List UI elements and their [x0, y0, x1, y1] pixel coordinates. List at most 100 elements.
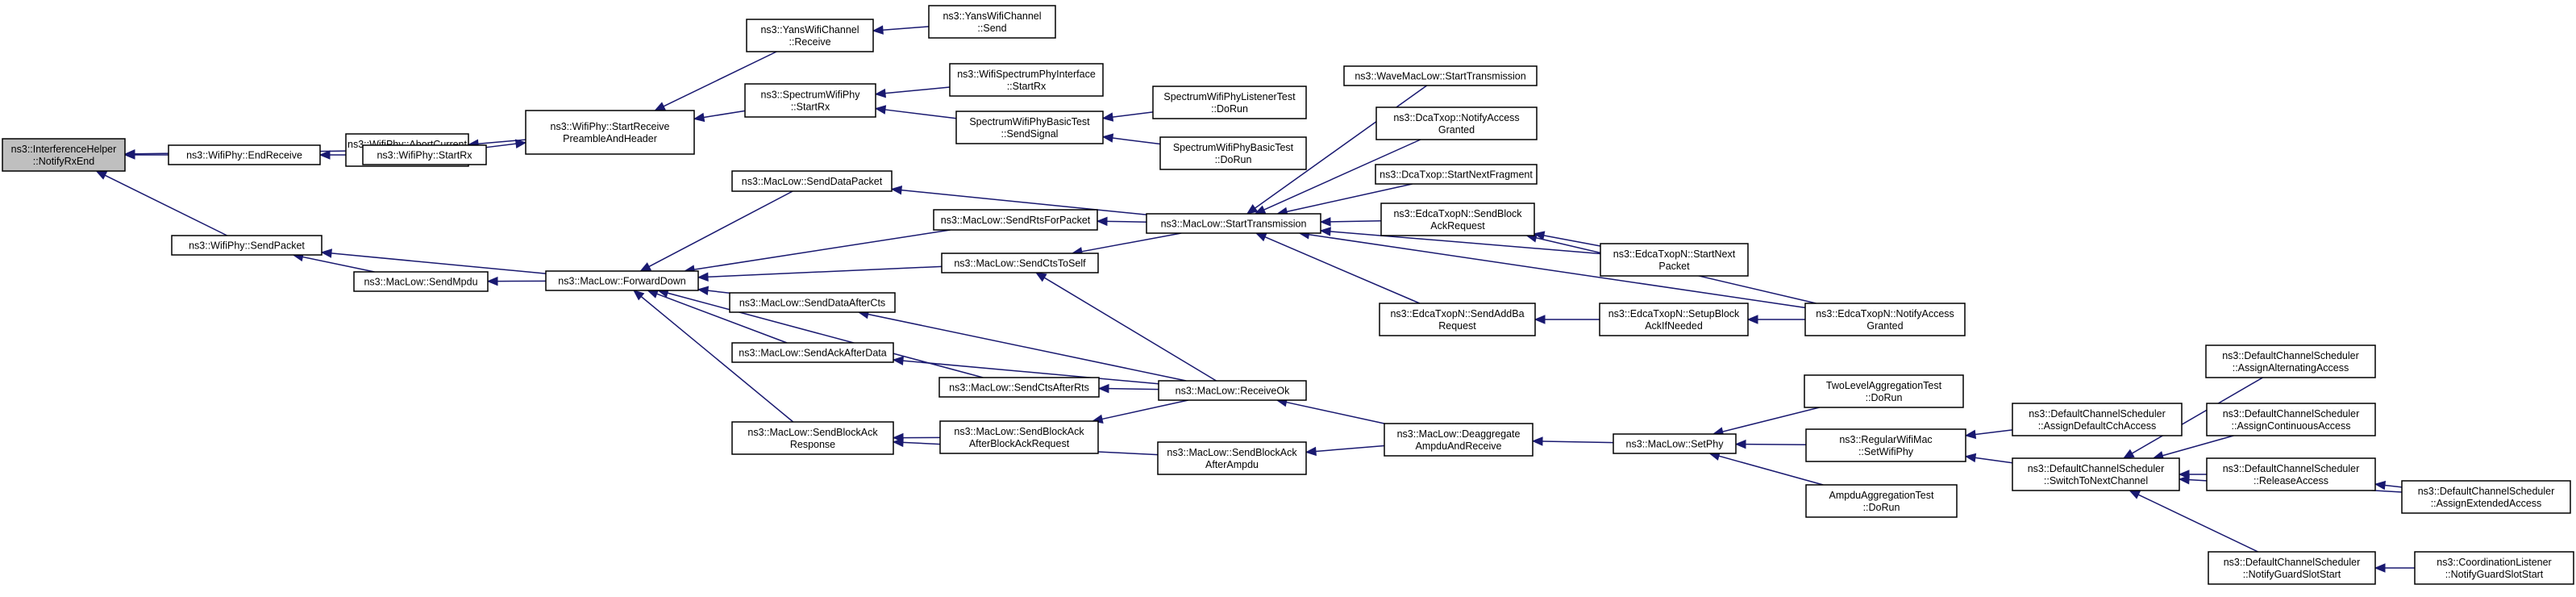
node-box[interactable] [1146, 213, 1321, 234]
node-box[interactable] [362, 144, 487, 165]
graph-node-sendrts[interactable]: ns3::MacLow::SendRtsForPacket [933, 209, 1098, 231]
node-box[interactable] [2206, 457, 2376, 491]
node-box[interactable] [2205, 344, 2376, 378]
node-box[interactable] [949, 63, 1104, 97]
node-box[interactable] [1384, 423, 1534, 457]
node-box[interactable] [938, 377, 1100, 398]
graph-node-tlat-dorun[interactable]: TwoLevelAggregationTest::DoRun [1804, 374, 1964, 408]
graph-node-yanssend[interactable]: ns3::YansWifiChannel::Send [928, 5, 1056, 39]
graph-node-dcs-adcca[interactable]: ns3::DefaultChannelScheduler::AssignDefa… [2012, 403, 2183, 436]
graph-node-starttx[interactable]: ns3::MacLow::StartTransmission [1146, 213, 1321, 234]
node-box[interactable] [1600, 243, 1749, 277]
node-box[interactable] [928, 5, 1056, 39]
node-box[interactable] [1159, 136, 1307, 170]
graph-node-sendpkt[interactable]: ns3::WifiPhy::SendPacket [171, 235, 323, 256]
node-box[interactable] [168, 144, 321, 165]
graph-node-dcs-ngss[interactable]: ns3::DefaultChannelScheduler::NotifyGuar… [2208, 551, 2376, 585]
node-box[interactable] [1805, 484, 1958, 518]
graph-node-wavemac[interactable]: ns3::WaveMacLow::StartTransmission [1343, 65, 1538, 86]
node-box[interactable] [2, 138, 126, 172]
graph-node-setphy[interactable]: ns3::MacLow::SetPhy [1613, 433, 1737, 454]
node-box[interactable] [2401, 480, 2571, 514]
node-box[interactable] [2414, 551, 2574, 585]
node-box[interactable] [1157, 441, 1307, 475]
graph-node-dcs-aca[interactable]: ns3::DefaultChannelScheduler::AssignCont… [2206, 403, 2376, 436]
edge-arrowhead [486, 276, 498, 286]
node-box[interactable] [545, 270, 699, 291]
node-box[interactable] [744, 83, 876, 118]
graph-node-fwd[interactable]: ns3::MacLow::ForwardDown [545, 270, 699, 291]
node-box[interactable] [2206, 403, 2376, 436]
graph-node-spbt-send[interactable]: SpectrumWifiPhyBasicTest::SendSignal [955, 111, 1104, 144]
graph-node-spbt-dorun[interactable]: SpectrumWifiPhyBasicTest::DoRun [1159, 136, 1307, 170]
graph-node-yansrecv[interactable]: ns3::YansWifiChannel::Receive [746, 19, 874, 52]
edge-line [331, 253, 547, 274]
edge-line [1112, 111, 1154, 118]
graph-node-ctsafterrts[interactable]: ns3::MacLow::SendCtsAfterRts [938, 377, 1100, 398]
graph-node-wspi[interactable]: ns3::WifiSpectrumPhyInterface::StartRx [949, 63, 1104, 97]
node-box[interactable] [1805, 428, 1966, 462]
node-box[interactable] [939, 420, 1099, 454]
graph-node-cl-ngss[interactable]: ns3::CoordinationListener::NotifyGuardSl… [2414, 551, 2574, 585]
node-box[interactable] [933, 209, 1098, 231]
node-box[interactable] [1375, 106, 1538, 140]
node-box[interactable] [1613, 433, 1737, 454]
graph-node-aat-dorun[interactable]: AmpduAggregationTest::DoRun [1805, 484, 1958, 518]
graph-node-dcs-stnc[interactable]: ns3::DefaultChannelScheduler::SwitchToNe… [2012, 457, 2180, 491]
node-box[interactable] [1152, 86, 1307, 119]
graph-node-dcs-aaa[interactable]: ns3::DefaultChannelScheduler::AssignAlte… [2205, 344, 2376, 378]
node-box[interactable] [171, 235, 323, 256]
edge-arrowhead [697, 272, 709, 282]
node-box[interactable] [2208, 551, 2376, 585]
node-box[interactable] [731, 342, 894, 363]
graph-node-specstartrx[interactable]: ns3::SpectrumWifiPhy::StartRx [744, 83, 876, 118]
graph-node-dataaftercts[interactable]: ns3::MacLow::SendDataAfterCts [729, 292, 896, 313]
node-box[interactable] [731, 170, 893, 192]
node-box[interactable] [1804, 374, 1964, 408]
node-box[interactable] [1158, 380, 1307, 401]
node-box[interactable] [729, 292, 896, 313]
node-box[interactable] [2012, 403, 2183, 436]
graph-node-recvok[interactable]: ns3::MacLow::ReceiveOk [1158, 380, 1307, 401]
node-box[interactable] [1804, 303, 1966, 336]
graph-node-spl-dorun[interactable]: SpectrumWifiPhyListenerTest::DoRun [1152, 86, 1307, 119]
graph-node-rwm-setphy[interactable]: ns3::RegularWifiMac::SetWifiPhy [1805, 428, 1966, 462]
graph-node-baabar[interactable]: ns3::MacLow::SendBlockAckAfterBlockAckRe… [939, 420, 1099, 454]
graph-node-endrx[interactable]: ns3::WifiPhy::EndReceive [168, 144, 321, 165]
call-edge-sendrts-to-fwd [683, 229, 951, 274]
call-edge-startrx-to-srpah [485, 139, 527, 148]
node-box[interactable] [1379, 303, 1536, 336]
node-box[interactable] [2012, 457, 2180, 491]
node-box[interactable] [353, 271, 489, 292]
edge-arrowhead [1255, 232, 1267, 242]
graph-node-ctsself[interactable]: ns3::MacLow::SendCtsToSelf [941, 253, 1099, 273]
graph-node-dcs-aea[interactable]: ns3::DefaultChannelScheduler::AssignExte… [2401, 480, 2571, 514]
node-box[interactable] [1375, 164, 1538, 185]
graph-node-sendmpdu[interactable]: ns3::MacLow::SendMpdu [353, 271, 489, 292]
node-box[interactable] [941, 253, 1099, 273]
graph-node-startrx[interactable]: ns3::WifiPhy::StartRx [362, 144, 487, 165]
node-box[interactable] [955, 111, 1104, 144]
edge-line [884, 86, 951, 94]
node-box[interactable] [746, 19, 874, 52]
node-box[interactable] [525, 110, 695, 155]
graph-node-ackafterdata[interactable]: ns3::MacLow::SendAckAfterData [731, 342, 894, 363]
graph-node-srpah[interactable]: ns3::WifiPhy::StartReceivePreambleAndHea… [525, 110, 695, 155]
graph-node-dcs-ra[interactable]: ns3::DefaultChannelScheduler::ReleaseAcc… [2206, 457, 2376, 491]
node-box[interactable] [1599, 303, 1749, 336]
node-box[interactable] [731, 421, 894, 455]
graph-node-root[interactable]: ns3::InterferenceHelper::NotifyRxEnd [2, 138, 126, 172]
node-box[interactable] [1380, 202, 1535, 236]
graph-node-senddata[interactable]: ns3::MacLow::SendDataPacket [731, 170, 893, 192]
graph-node-dca-next[interactable]: ns3::DcaTxop::StartNextFragment [1375, 164, 1538, 185]
node-box[interactable] [1343, 65, 1538, 86]
